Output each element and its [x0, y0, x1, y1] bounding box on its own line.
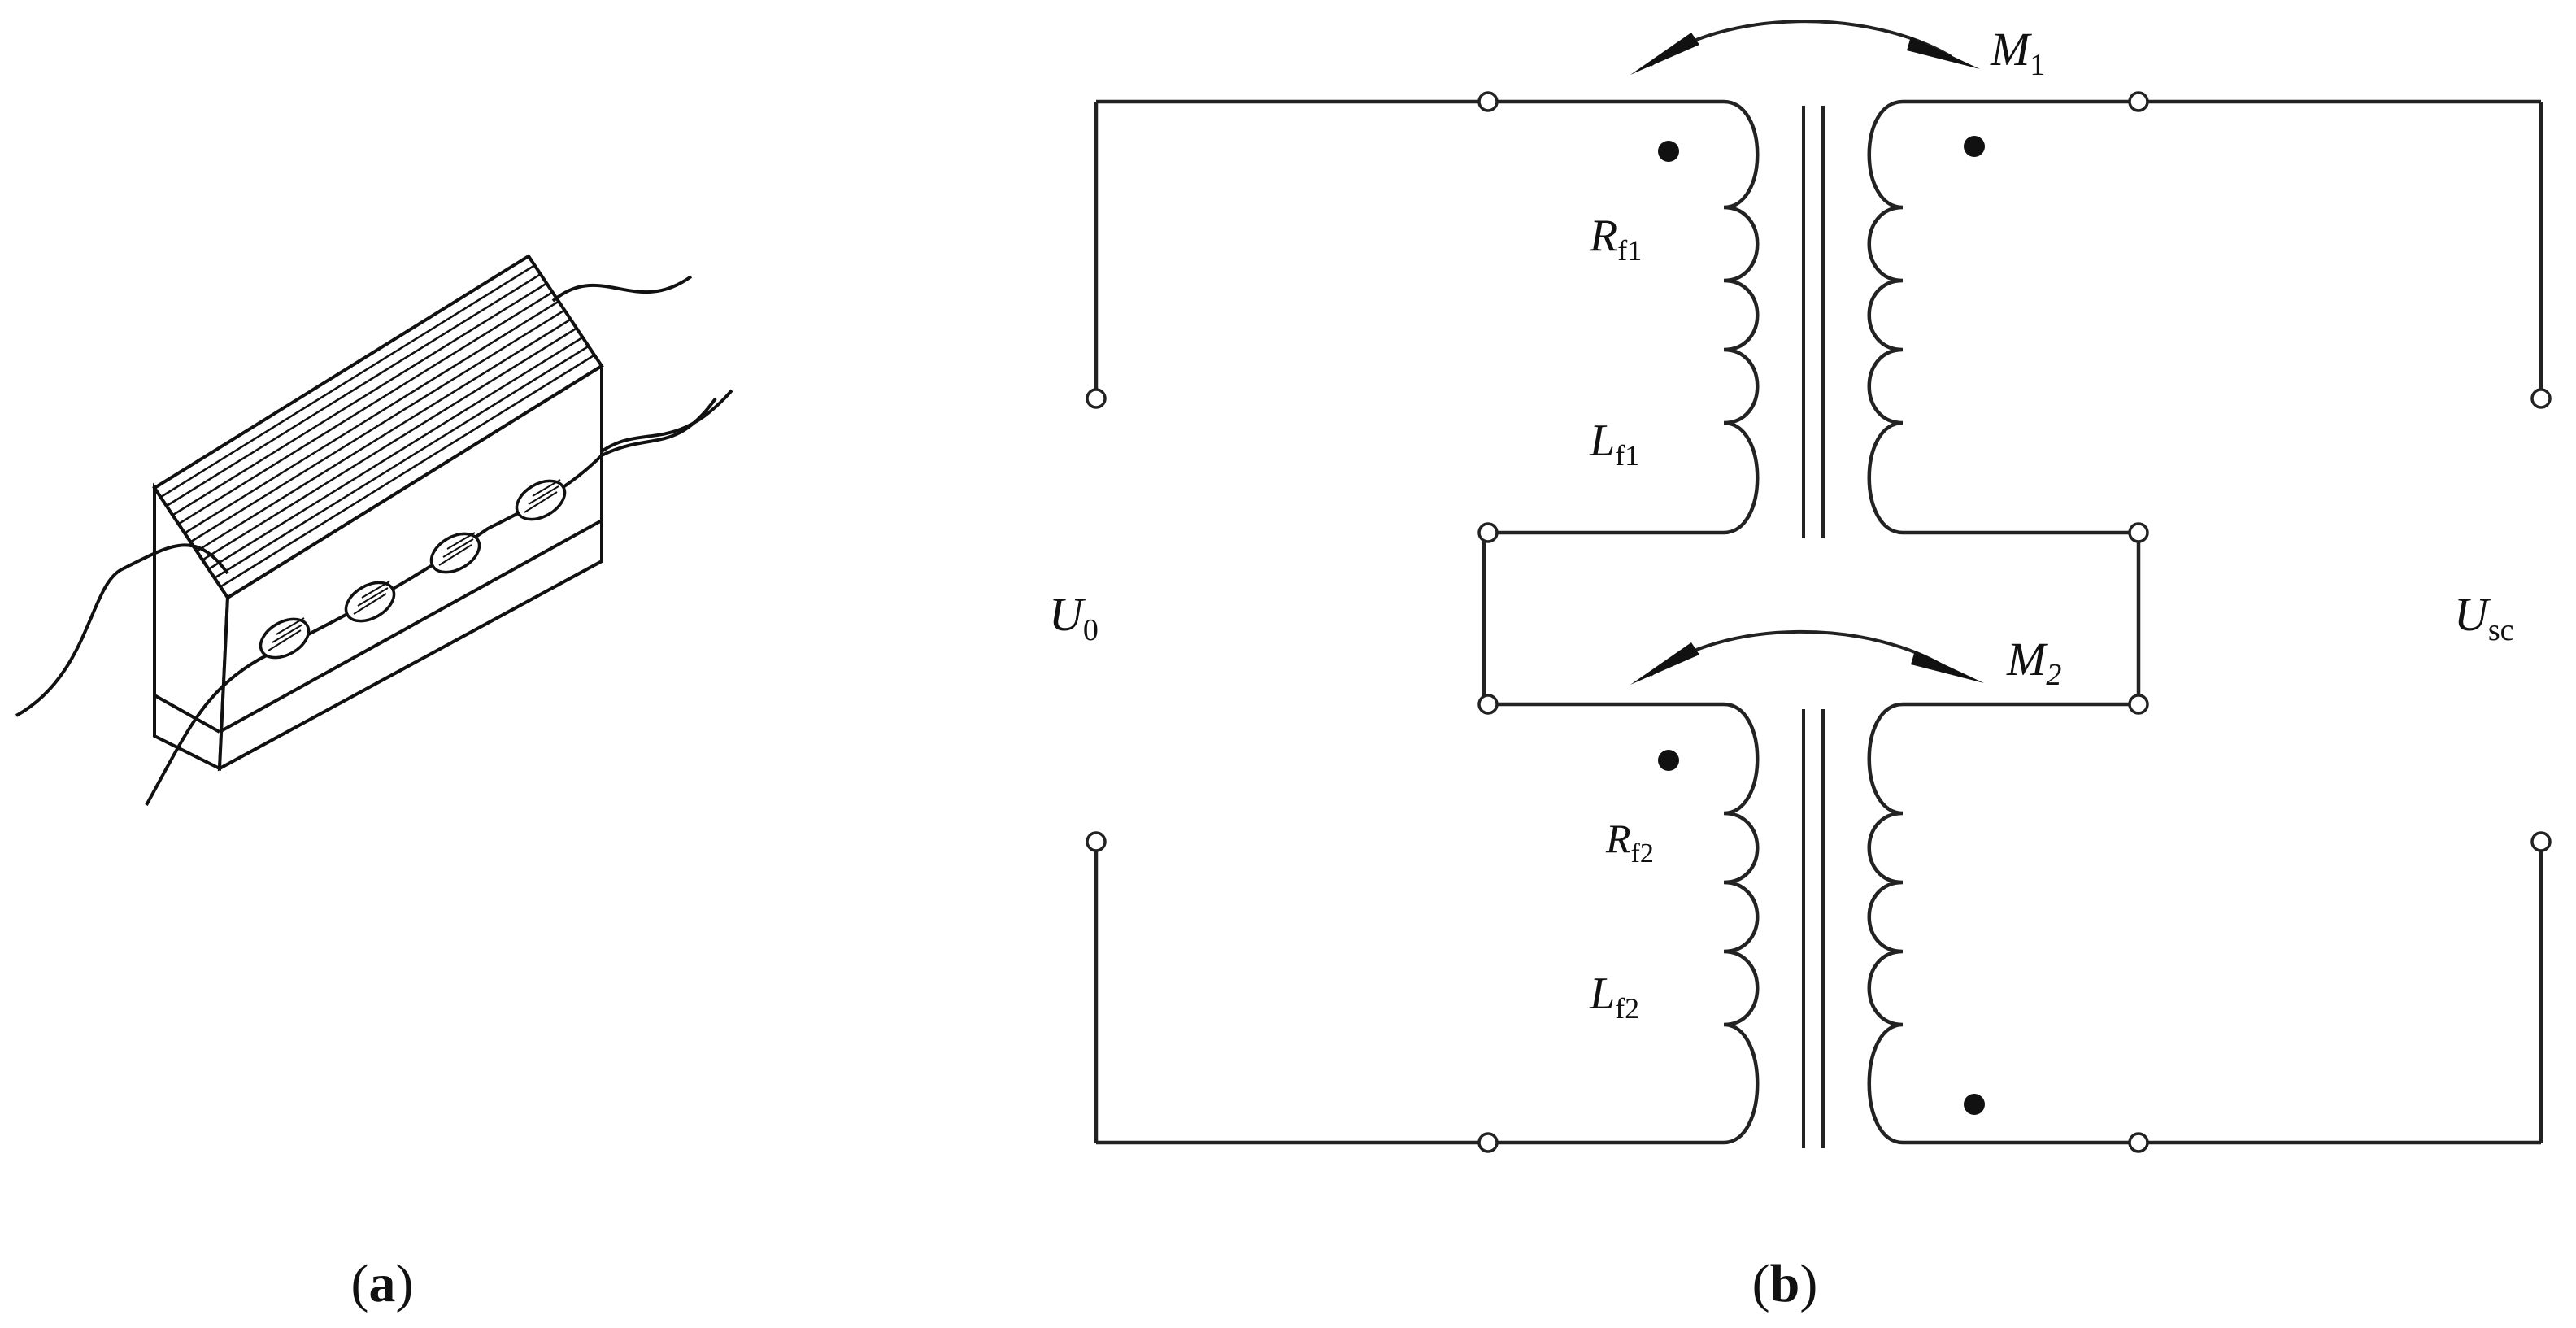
label-u0: U0 [1049, 588, 1099, 647]
circuit [1086, 20, 2552, 1153]
lamination-lines [160, 263, 596, 588]
wire-top [15, 543, 229, 717]
core-illustration [15, 254, 733, 806]
coil-rf2-lf2 [1723, 702, 1760, 1145]
label-rf1: Rf1 [1589, 211, 1642, 267]
terminal-bottom-right [2128, 1132, 2149, 1153]
wire-right-top [551, 275, 693, 303]
mutual-arrow-2-left [1630, 642, 1699, 685]
mutual-arrow-2-right [1911, 651, 1984, 683]
caption-b: (b) [1752, 1254, 1818, 1313]
terminal-input-top [1086, 388, 1107, 409]
label-usc: Usc [2454, 588, 2514, 647]
wire-right-mid [600, 389, 733, 453]
terminal-top-right [2128, 91, 2149, 112]
polarity-dot-1-right [1964, 136, 1985, 157]
coil-secondary-2 [1867, 702, 1904, 1145]
caption-a: (a) [351, 1254, 414, 1313]
terminal-mid-left-bottom [1477, 694, 1499, 715]
label-lf1: Lf1 [1589, 416, 1639, 472]
polarity-dot-1-left [1658, 141, 1679, 162]
coil-rf1-lf1 [1723, 99, 1760, 535]
circuit-labels: M1 M2 Rf1 Lf1 Rf2 Lf2 U0 Usc [1049, 23, 2514, 1025]
terminal-output-top [2530, 388, 2552, 409]
terminal-top-left [1477, 91, 1499, 112]
mutual-arrow-1-right [1907, 37, 1980, 69]
polarity-dot-2-right [1964, 1094, 1985, 1115]
terminal-input-bottom [1086, 831, 1107, 852]
terminal-mid-right-top [2128, 522, 2149, 543]
coil-secondary-1 [1867, 99, 1904, 535]
label-lf2: Lf2 [1589, 969, 1639, 1025]
terminal-mid-right-bottom [2128, 694, 2149, 715]
winding-knots [259, 479, 567, 660]
core-front-panel [217, 363, 603, 772]
mutual-arrow-1-left [1630, 33, 1699, 75]
terminals [1086, 91, 2552, 1153]
terminal-output-bottom [2530, 831, 2552, 852]
terminal-mid-left-top [1477, 522, 1499, 543]
label-m2: M2 [2006, 633, 2061, 692]
label-m1: M1 [1990, 23, 2045, 82]
label-rf2: Rf2 [1605, 816, 1654, 869]
polarity-dot-2-left [1658, 750, 1679, 771]
terminal-bottom-left [1477, 1132, 1499, 1153]
